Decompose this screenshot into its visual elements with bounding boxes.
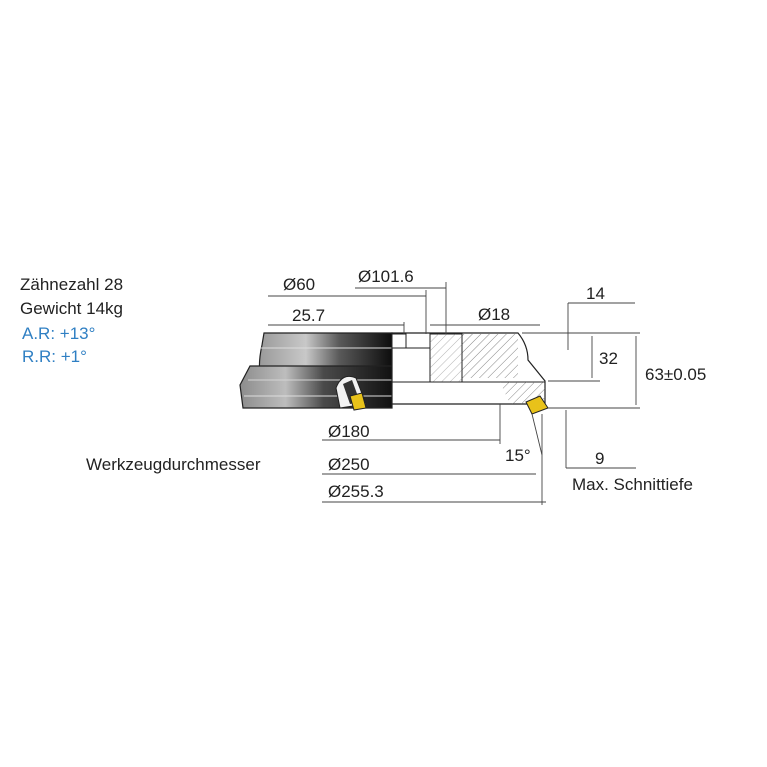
- inner-diameter: Ø180: [328, 422, 370, 441]
- axial-rake: A.R: +13°: [22, 324, 95, 343]
- max-depth-value: 9: [595, 449, 604, 468]
- teeth-count: Zähnezahl 28: [20, 275, 123, 294]
- max-diameter: Ø255.3: [328, 482, 384, 501]
- insert-angle: 15°: [505, 446, 531, 465]
- cutting-insert-left: [349, 392, 367, 411]
- tool-diameter: Ø250: [328, 455, 370, 474]
- hub-diameter: Ø101.6: [358, 267, 414, 286]
- max-depth-label: Max. Schnittiefe: [572, 475, 693, 494]
- radial-rake: R.R: +1°: [22, 347, 87, 366]
- dimension-lines: [268, 282, 640, 505]
- weight: Gewicht 14kg: [20, 299, 123, 318]
- recess-depth: 25.7: [292, 306, 325, 325]
- cutter-section: [391, 332, 549, 415]
- flange-height: 14: [586, 284, 605, 303]
- bore-diameter: Ø60: [283, 275, 315, 294]
- cutter-body-render: [239, 332, 393, 411]
- tool-diameter-label: Werkzeugdurchmesser: [86, 455, 261, 474]
- body-height: 32: [599, 349, 618, 368]
- keyway-diameter: Ø18: [478, 305, 510, 324]
- total-height: 63±0.05: [645, 365, 706, 384]
